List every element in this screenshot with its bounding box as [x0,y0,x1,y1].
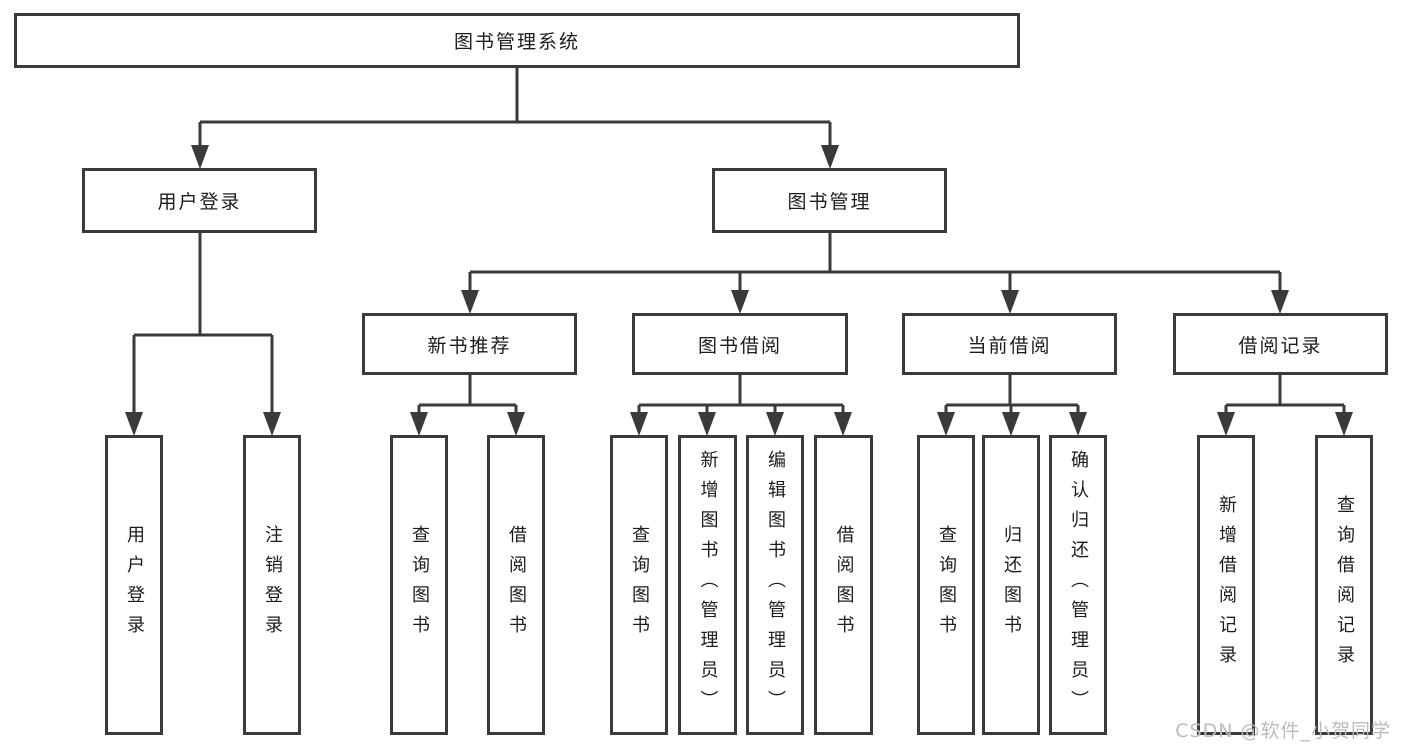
node-current-borrowing: 当前借阅 [902,313,1117,375]
leaf-return-books: 归还图书 [982,435,1040,735]
leaf-query-books-current-label: 查询图书 [936,525,957,645]
leaf-query-books-recommend: 查询图书 [390,435,448,735]
leaf-add-borrow-record-label: 新增借阅记录 [1216,495,1237,675]
leaf-user-login-label: 用户登录 [124,525,145,645]
leaf-query-books-borrowing: 查询图书 [610,435,668,735]
csdn-watermark: CSDN @软件_小贺同学 [1175,720,1391,742]
node-borrowing-records: 借阅记录 [1173,313,1388,375]
node-book-borrowing-label: 图书借阅 [697,334,782,357]
leaf-logout: 注销登录 [243,435,301,735]
leaf-query-books-recommend-label: 查询图书 [409,525,430,645]
leaf-borrow-books-recommend-label: 借阅图书 [506,525,527,645]
node-book-management: 图书管理 [712,168,947,233]
leaf-query-borrow-record: 查询借阅记录 [1315,435,1373,735]
leaf-edit-book-admin: 编辑图书（管理员） [746,435,804,735]
node-current-borrowing-label: 当前借阅 [967,334,1052,357]
leaf-confirm-return-admin-label: 确认归还（管理员） [1068,450,1089,720]
node-new-book-recommendation-label: 新书推荐 [427,334,512,357]
leaf-user-login: 用户登录 [105,435,163,735]
node-root: 图书管理系统 [14,13,1020,68]
leaf-query-books-borrowing-label: 查询图书 [629,525,650,645]
leaf-borrow-books: 借阅图书 [814,435,873,735]
node-book-management-label: 图书管理 [787,191,872,213]
leaf-add-book-admin: 新增图书（管理员） [678,435,737,735]
leaf-add-borrow-record: 新增借阅记录 [1197,435,1255,735]
leaf-add-book-admin-label: 新增图书（管理员） [697,450,719,720]
node-user-login-label: 用户登录 [157,191,242,213]
node-book-borrowing: 图书借阅 [632,313,848,375]
leaf-query-books-current: 查询图书 [917,435,975,735]
leaf-logout-label: 注销登录 [262,525,283,645]
node-borrowing-records-label: 借阅记录 [1238,334,1323,357]
node-root-label: 图书管理系统 [453,31,580,53]
leaf-borrow-books-label: 借阅图书 [833,525,855,645]
leaf-confirm-return-admin: 确认归还（管理员） [1049,435,1107,735]
node-new-book-recommendation: 新书推荐 [362,313,577,375]
leaf-query-borrow-record-label: 查询借阅记录 [1334,495,1355,675]
leaf-borrow-books-recommend: 借阅图书 [487,435,545,735]
leaf-return-books-label: 归还图书 [1001,525,1022,645]
node-user-login: 用户登录 [82,168,317,233]
leaf-edit-book-admin-label: 编辑图书（管理员） [765,450,786,720]
